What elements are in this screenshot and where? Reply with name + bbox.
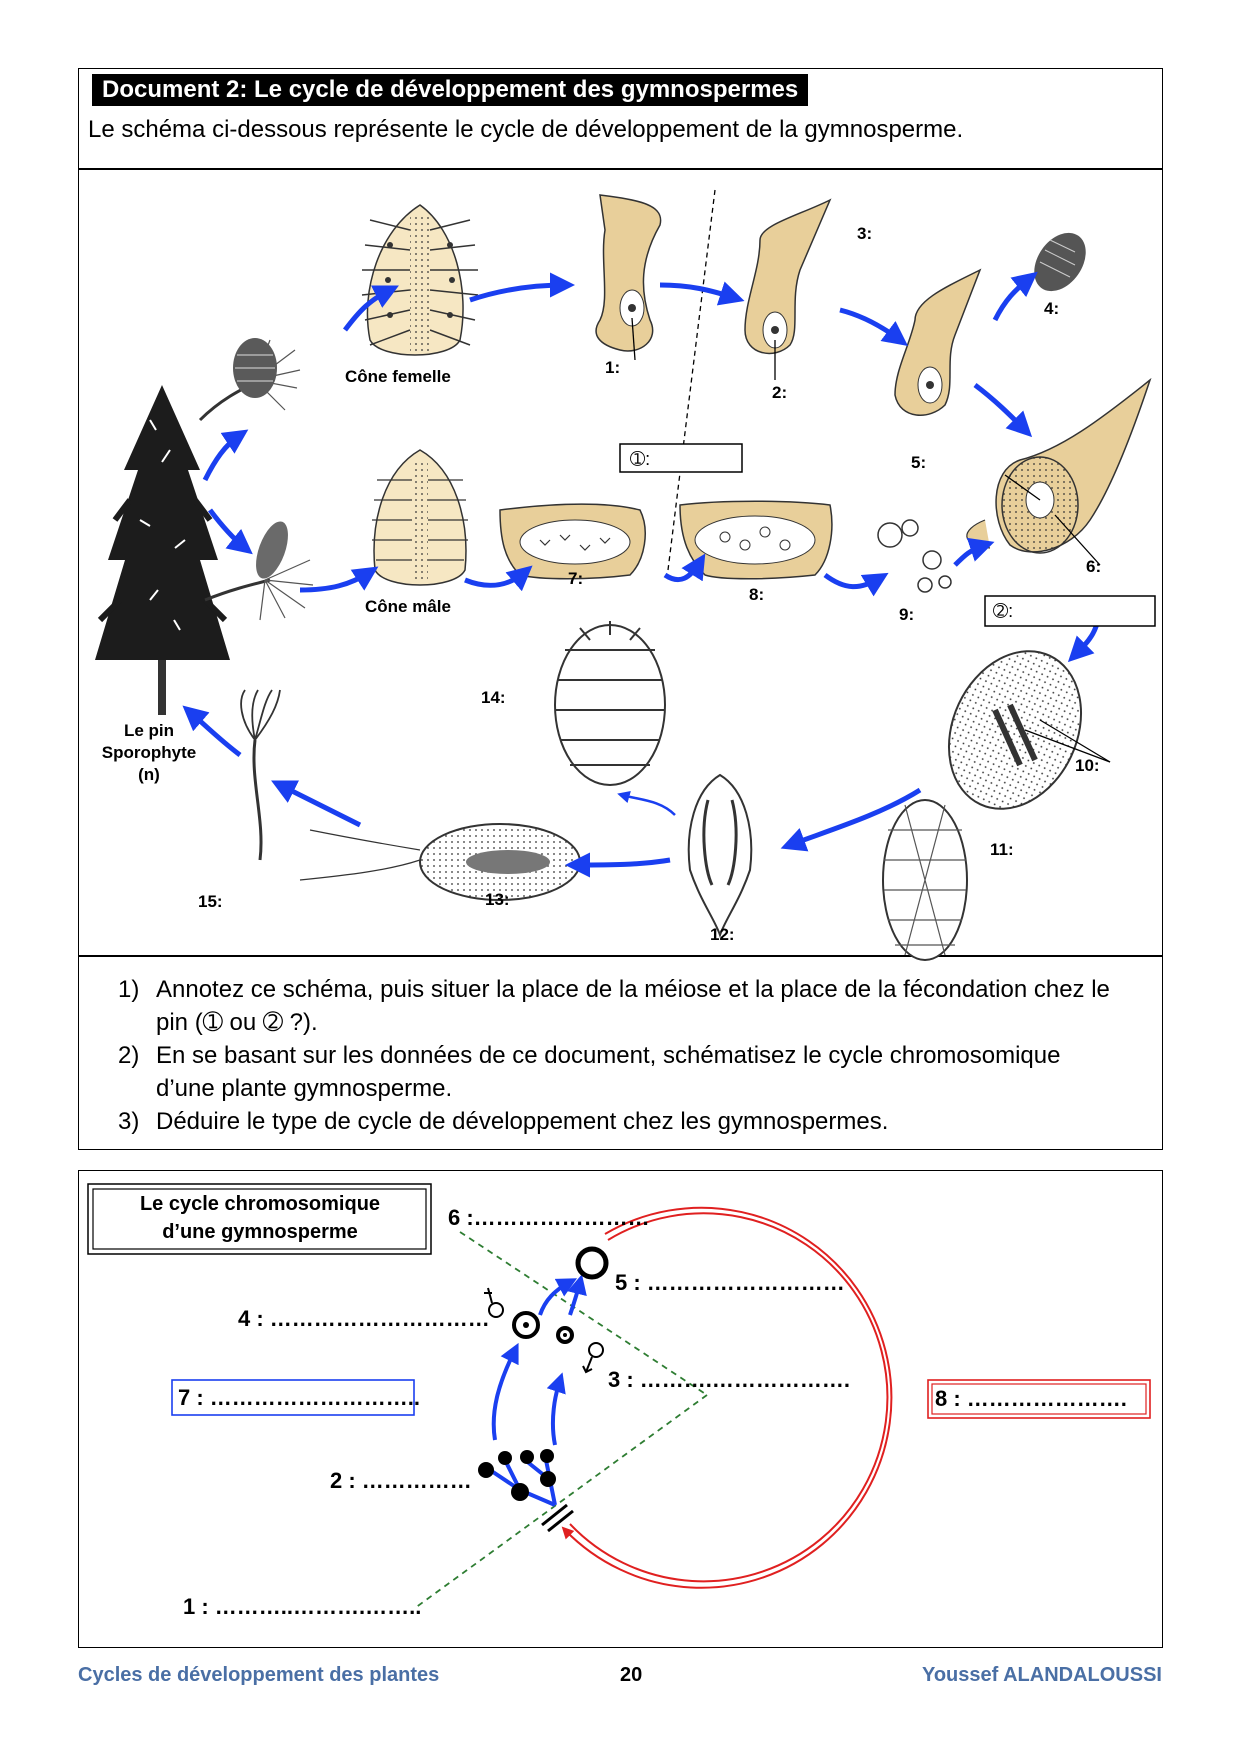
label-cone-femelle: Cône femelle (345, 367, 451, 386)
box-2-label: ➁: (993, 601, 1013, 621)
sex-symbols (484, 1287, 604, 1374)
label-s2-5[interactable]: 5 : ……………………… (615, 1270, 845, 1295)
document-frame (78, 68, 1163, 1150)
cycle-arrows (182, 271, 1103, 878)
label-s2-7: 7 : ……………………….. (178, 1385, 420, 1410)
female-cone-branch (198, 338, 301, 422)
label-pin: Le pin (124, 721, 174, 740)
cycle-title-line1: Le cycle chromosomique (140, 1193, 380, 1215)
pollen-grains-9 (877, 519, 952, 593)
label-s2-1[interactable]: 1 : ………..……….…….. (183, 1594, 421, 1619)
question-3: 3) Déduire le type de cycle de développe… (118, 1108, 889, 1135)
footer-page-number: 20 (620, 1664, 643, 1686)
zygote (575, 1246, 609, 1280)
male-cone-section (372, 449, 468, 586)
chromosomal-cycle-frame (78, 1170, 1163, 1648)
young-cone-4 (1034, 232, 1086, 292)
pine-tree-illustration (95, 385, 230, 715)
winged-seed-12 (687, 773, 753, 939)
box-1[interactable] (619, 443, 743, 473)
label-7: 7: (568, 569, 583, 588)
ovule-scale-5 (966, 377, 1152, 554)
meiosis-boundary-line (667, 189, 716, 571)
label-14: 14: (481, 688, 506, 707)
label-s2-2[interactable]: 2 : …………… (330, 1468, 472, 1493)
document-title: Document 2: Le cycle de développement de… (92, 74, 809, 106)
label-sporophyte: Sporophyte (102, 743, 196, 762)
pointer-lines (631, 317, 1111, 763)
box-1-label: ➀: (630, 449, 650, 469)
label-11: 11: (990, 840, 1014, 859)
footer-author: Youssef ALANDALOUSSI (921, 1664, 1162, 1686)
label-4: 4: (1044, 299, 1059, 318)
box-7[interactable] (171, 1379, 415, 1416)
label-n: (n) (138, 765, 160, 784)
female-gamete (512, 1311, 540, 1339)
cycle-title-box (87, 1183, 432, 1255)
male-cone-branch (204, 521, 314, 621)
label-8: 8: (749, 585, 764, 604)
label-1: 1: (605, 358, 620, 377)
label-s2-6[interactable]: 6 :…………………… (448, 1205, 650, 1230)
label-10: 10: (1075, 756, 1100, 775)
divider-bottom (78, 955, 1163, 957)
pollen-sac-7 (499, 503, 646, 580)
label-3: 3: (857, 224, 872, 243)
box-2[interactable] (984, 595, 1156, 627)
cycle-title-line2: d’une gymnosperme (162, 1221, 358, 1243)
label-s2-4[interactable]: 4 : ………………………… (238, 1306, 490, 1331)
mature-cone-11 (882, 799, 968, 961)
open-cone-14 (554, 621, 666, 786)
seedling-15 (240, 689, 281, 861)
label-13: 13: (485, 890, 510, 909)
spore-dots (478, 1449, 556, 1501)
ovule-scale-1 (595, 194, 662, 352)
label-12: 12: (710, 925, 735, 944)
male-gamete (556, 1326, 574, 1344)
label-6: 6: (1086, 557, 1101, 576)
label-cone-male: Cône mâle (365, 597, 451, 616)
question-1: 1) Annotez ce schéma, puis situer la pla… (118, 976, 1110, 1036)
ovule-scale-2 (744, 198, 832, 355)
label-15: 15: (198, 892, 223, 911)
female-cone-section (361, 204, 479, 356)
box-8[interactable] (927, 1379, 1151, 1419)
diplophase-arc (561, 1206, 893, 1589)
seed-10 (947, 650, 1083, 810)
divider-top (78, 168, 1163, 170)
document-intro: Le schéma ci-dessous représente le cycle… (88, 116, 964, 143)
label-9: 9: (899, 605, 914, 624)
meiosis-marker (541, 1503, 574, 1533)
haplophase-dashed-lines (414, 1231, 708, 1609)
pollen-sac-8 (679, 500, 833, 580)
ovule-scale-3 (894, 268, 982, 416)
questions-list: 1) Annotez ce schéma, puis situer la pla… (118, 973, 1118, 1138)
label-s2-8: 8 : …………………. (935, 1386, 1127, 1411)
label-2: 2: (772, 383, 787, 402)
question-2: 2) En se basant sur les données de ce do… (118, 1042, 1061, 1102)
label-5: 5: (911, 453, 926, 472)
thin-arrow-12-14 (617, 790, 676, 816)
label-s2-3[interactable]: 3 : ……….………………. (608, 1367, 850, 1392)
footer-course-title: Cycles de développement des plantes (78, 1664, 440, 1686)
